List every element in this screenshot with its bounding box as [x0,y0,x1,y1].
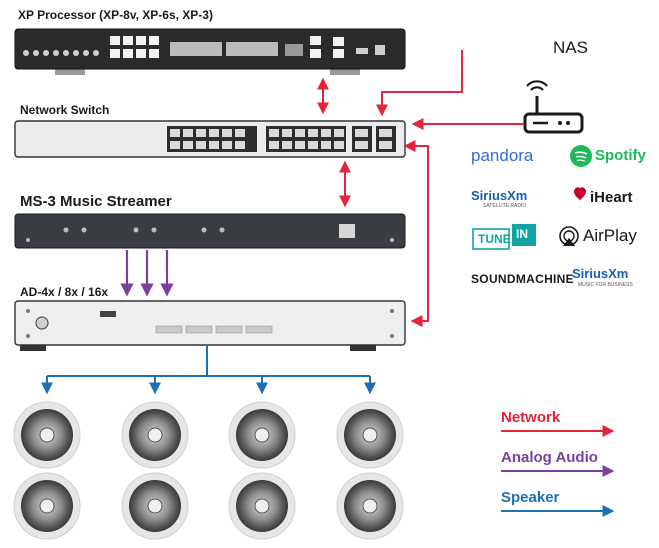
speaker-grid [13,401,404,540]
tunein-icon [472,224,536,250]
soundmachine-logo: SOUNDMACHINE [471,272,574,286]
tunein-logo-right: IN [516,227,528,241]
siriusxm-subtitle: SATELLITE RADIO [483,203,527,209]
speaker-icon [13,472,81,540]
ms3-streamer-device [14,213,406,249]
network-switch-label: Network Switch [20,103,110,117]
siriusxm-logo: SiriusXm [471,188,528,203]
speaker-icon [228,472,296,540]
xp-processor-device [14,28,406,75]
legend-analog-audio: Analog Audio [501,449,598,466]
router-icon [523,80,584,134]
speaker-icon [336,401,404,469]
xp-processor-label: XP Processor (XP-8v, XP-6s, XP-3) [18,8,213,22]
tunein-logo-left: TUNE [478,232,511,246]
nas-label: NAS [553,38,588,57]
network-connections [317,50,524,327]
spotify-logo: Spotify [595,147,646,164]
network-switch-device [14,120,406,158]
speaker-icon [336,472,404,540]
speaker-connections [41,346,376,395]
airplay-logo: AirPlay [583,226,637,245]
pandora-logo: pandora [471,146,534,165]
ad4x-label: AD-4x / 8x / 16x [20,285,109,299]
iheart-icon [573,187,587,200]
ms3-label: MS-3 Music Streamer [20,193,172,210]
legend-speaker: Speaker [501,489,560,506]
iheart-logo: iHeart [590,189,633,206]
speaker-icon [13,401,81,469]
siriusxm-business-logo: SiriusXm [572,266,629,281]
speaker-icon [228,401,296,469]
legend-arrows [501,425,615,517]
spotify-icon [570,145,592,167]
analog-audio-connections [120,250,174,297]
ad4x-amplifier-device [14,300,406,351]
speaker-icon [121,401,189,469]
speaker-icon [121,472,189,540]
siriusxm-business-subtitle: MUSIC FOR BUSINESS [578,282,633,288]
legend-network: Network [501,409,561,426]
airplay-icon [559,226,579,246]
